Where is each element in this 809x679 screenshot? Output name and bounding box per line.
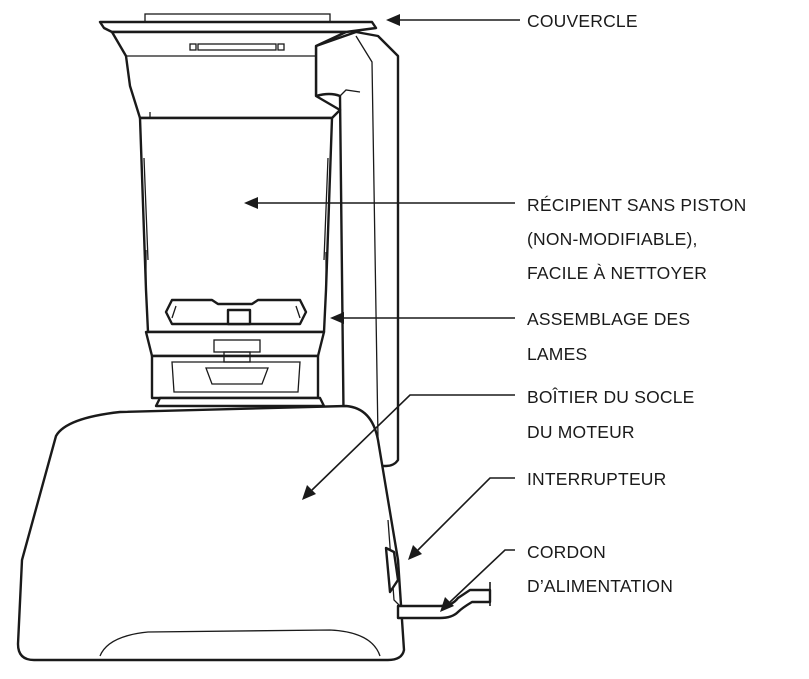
motor-base <box>16 396 406 662</box>
callout-leaders <box>244 14 520 612</box>
container-upper <box>110 30 348 120</box>
label-container: RÉCIPIENT SANS PISTON (NON-MODIFIABLE), … <box>527 195 752 283</box>
leader-switch <box>417 477 515 551</box>
label-lid: COUVERCLE <box>527 11 638 31</box>
label-switch: INTERRUPTEUR <box>527 469 667 489</box>
leader-motor-base <box>311 394 515 491</box>
switch <box>384 546 400 594</box>
arrowhead-power-cord <box>440 597 454 612</box>
container <box>138 116 334 334</box>
arrowhead-motor-base <box>302 485 316 500</box>
blade-assembly <box>144 298 326 400</box>
arrowhead-switch <box>408 545 422 560</box>
label-blade-assembly: ASSEMBLAGE DES LAMES <box>527 309 695 364</box>
arrowhead-blade-assembly <box>330 312 344 324</box>
blender-illustration <box>16 13 492 662</box>
arrowhead-lid <box>386 14 400 26</box>
leader-power-cord <box>449 549 515 603</box>
label-power-cord: CORDON D’ALIMENTATION <box>527 542 673 596</box>
callout-labels: COUVERCLE RÉCIPIENT SANS PISTON (NON-MOD… <box>527 11 752 596</box>
arrowhead-container <box>244 197 258 209</box>
label-motor-base: BOÎTIER DU SOCLE DU MOTEUR <box>527 387 700 442</box>
